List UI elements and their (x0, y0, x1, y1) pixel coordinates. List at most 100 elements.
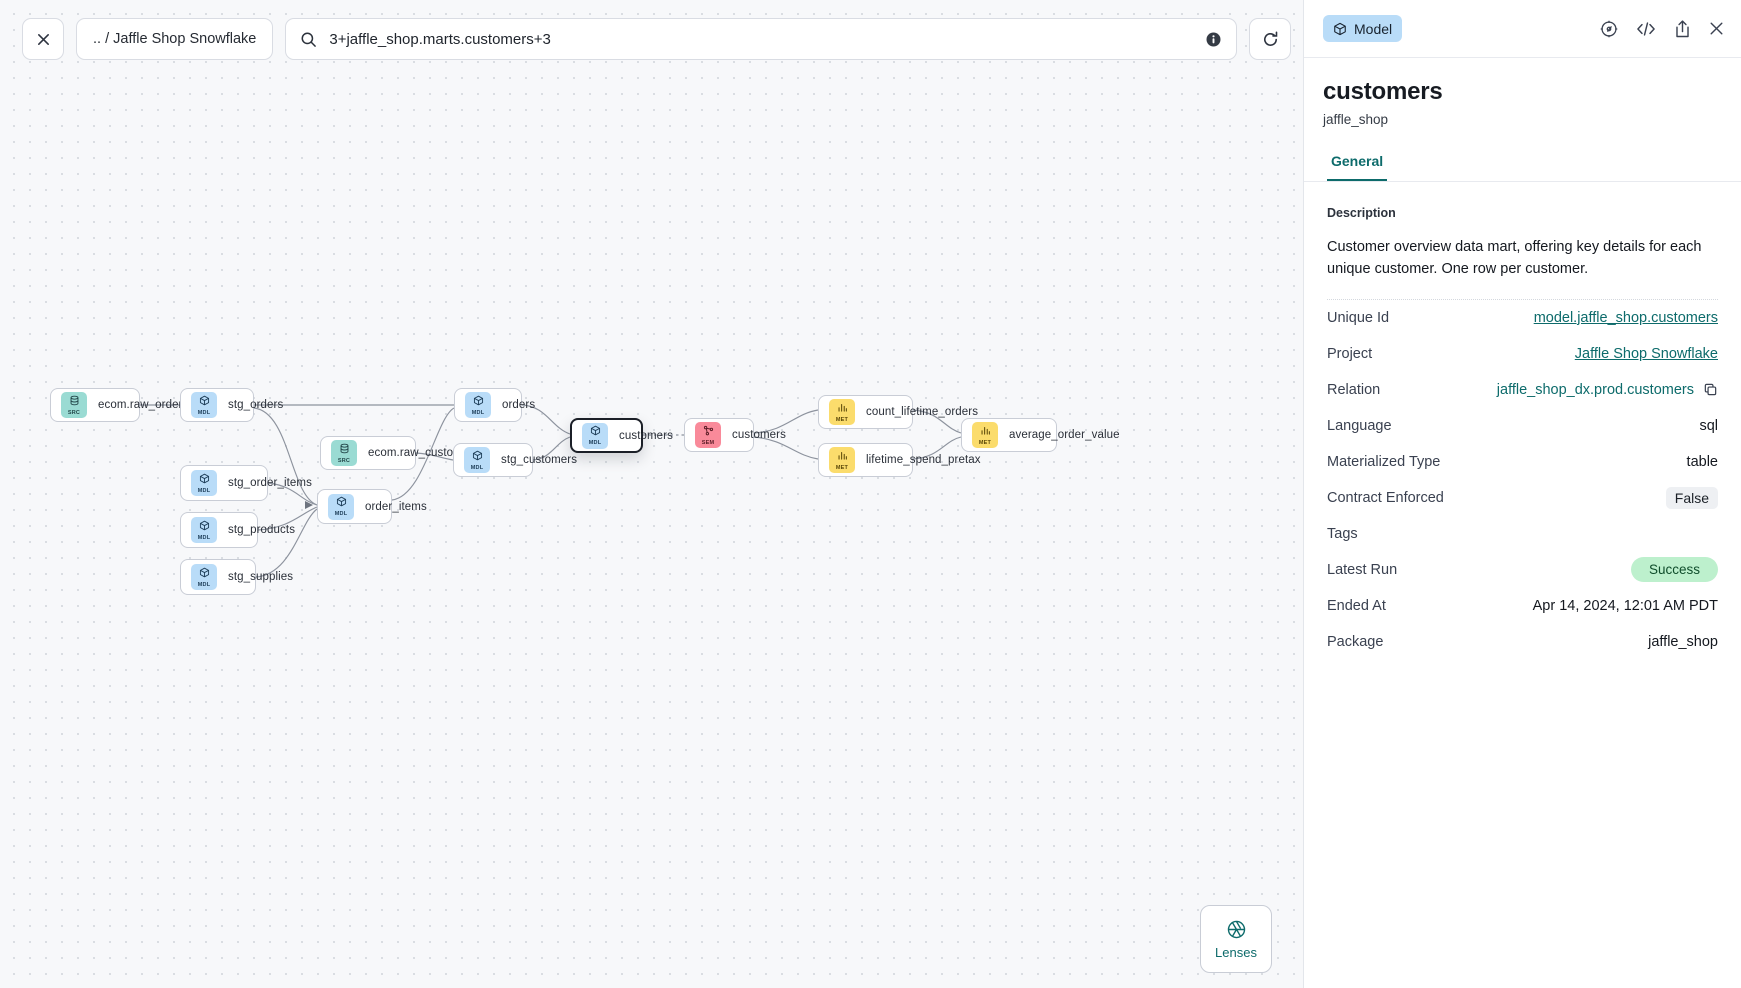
description-text: Customer overview data mart, offering ke… (1327, 239, 1702, 278)
panel-body: Description Customer overview data mart,… (1304, 182, 1741, 660)
metadata-value-wrap: Jaffle Shop Snowflake (1575, 346, 1718, 362)
metadata-key: Ended At (1327, 597, 1386, 614)
refresh-button[interactable] (1249, 18, 1292, 60)
metadata-key: Package (1327, 633, 1384, 650)
metadata-key: Latest Run (1327, 561, 1398, 578)
graph-node-label: lifetime_spend_pretax (866, 454, 981, 466)
close-icon[interactable] (1708, 20, 1725, 37)
metadata-value-wrap: Success (1630, 557, 1718, 583)
graph-node-label: stg_customers (501, 454, 578, 466)
metadata-key: Contract Enforced (1327, 489, 1444, 506)
metadata-value-wrap: table (1687, 454, 1718, 470)
search-bar[interactable] (285, 18, 1238, 60)
metadata-value-wrap: jaffle_shop (1648, 634, 1718, 650)
graph-node-ecom_raw_orders[interactable]: SRC ecom.raw_orders (50, 388, 188, 422)
node-badge-mdl-icon: MDL (191, 470, 217, 496)
aperture-icon (1227, 920, 1245, 938)
graph-node-stg_customers[interactable]: MDL stg_customers (453, 443, 577, 477)
cube-icon (1334, 22, 1346, 35)
node-badge-mdl-icon: MDL (328, 493, 354, 520)
metadata-link[interactable]: Jaffle Shop Snowflake (1574, 345, 1718, 362)
tab-general[interactable]: General (1327, 153, 1388, 181)
lineage-canvas[interactable]: .. / Jaffle Shop Snowflake (0, 0, 1303, 988)
share-icon[interactable] (1673, 19, 1692, 39)
info-icon[interactable] (1205, 31, 1222, 48)
node-badge-mdl-icon: MDL (191, 564, 217, 590)
metadata-key: Materialized Type (1327, 453, 1441, 470)
metadata-link[interactable]: model.jaffle_shop.customers (1533, 309, 1718, 326)
graph-node-label: stg_supplies (228, 571, 294, 583)
node-badge-sem-icon: SEM (695, 422, 721, 448)
graph-node-label: orders (502, 399, 536, 411)
graph-node-stg_order_items[interactable]: MDL stg_order_items (180, 465, 312, 501)
status-badge: False (1665, 486, 1718, 509)
metadata-row: Relation jaffle_shop_dx.prod.customers (1327, 372, 1718, 408)
graph-node-label: stg_products (228, 524, 296, 536)
compass-icon[interactable] (1599, 19, 1619, 39)
refresh-icon (1263, 30, 1278, 46)
graph-node-count_lifetime_orders[interactable]: MET count_lifetime_orders (818, 395, 978, 429)
description-label: Description (1327, 206, 1396, 220)
metadata-value: Apr 14, 2024, 12:01 AM PDT (1532, 597, 1718, 614)
graph-node-order_items[interactable]: MDL order_items (317, 489, 427, 524)
node-badge-src-icon: SRC (331, 440, 357, 466)
canvas-toolbar: .. / Jaffle Shop Snowflake (22, 18, 1292, 60)
metadata-key: Unique Id (1327, 309, 1390, 326)
metadata-key: Project (1327, 345, 1373, 362)
node-badge-mdl-icon: MDL (191, 392, 217, 418)
metadata-row: Language sql (1327, 408, 1718, 444)
metadata-value: sql (1699, 417, 1718, 434)
metadata-link[interactable]: jaffle_shop_dx.prod.customers (1496, 381, 1694, 398)
code-icon[interactable] (1635, 19, 1657, 39)
search-input[interactable] (329, 30, 1194, 48)
graph-node-label: customers (732, 429, 786, 441)
node-badge-mdl-icon: MDL (191, 517, 217, 543)
metadata-value: jaffle_shop (1648, 633, 1718, 650)
panel-title-block: customers jaffle_shop (1304, 58, 1741, 127)
copy-icon[interactable] (1703, 382, 1718, 397)
node-badge-src-icon: SRC (61, 392, 87, 418)
lenses-label: Lenses (1215, 944, 1257, 960)
graph-node-stg_products[interactable]: MDL stg_products (180, 512, 295, 548)
graph-node-label: stg_order_items (228, 477, 312, 489)
graph-node-label: ecom.raw_orders (98, 399, 189, 411)
graph-node-label: average_order_value (1009, 429, 1120, 441)
metadata-row: Unique Id model.jaffle_shop.customers (1327, 300, 1718, 336)
metadata-row: Tags (1327, 516, 1718, 552)
metadata-value-wrap: sql (1699, 418, 1718, 434)
node-badge-met-icon: MET (829, 399, 855, 425)
status-badge: Success (1630, 557, 1718, 583)
graph-node-stg_supplies[interactable]: MDL stg_supplies (180, 559, 293, 595)
close-lineage-button[interactable] (22, 18, 64, 60)
panel-header-actions (1599, 19, 1725, 39)
metadata-key: Language (1327, 417, 1392, 434)
metadata-value-wrap: jaffle_shop_dx.prod.customers (1497, 382, 1718, 398)
metadata-value-wrap: Apr 14, 2024, 12:01 AM PDT (1533, 598, 1718, 614)
graph-node-orders[interactable]: MDL orders (454, 388, 535, 422)
search-icon (301, 32, 317, 47)
graph-node-label: count_lifetime_orders (866, 406, 979, 418)
graph-node-average_order_value[interactable]: MET average_order_value (961, 418, 1119, 452)
node-badge-mdl-icon: MDL (464, 447, 490, 473)
page-subtitle: jaffle_shop (1323, 112, 1389, 127)
node-badge-met-icon: MET (972, 422, 998, 448)
metadata-row: Contract Enforced False (1327, 480, 1718, 516)
metadata-row: Project Jaffle Shop Snowflake (1327, 336, 1718, 372)
metadata-row: Ended At Apr 14, 2024, 12:01 AM PDT (1327, 588, 1718, 624)
metadata-value: table (1686, 453, 1718, 470)
close-icon (37, 33, 49, 45)
graph-node-customers_semantic[interactable]: SEM customers (684, 418, 786, 452)
metadata-key: Relation (1327, 381, 1381, 398)
graph-node-label: order_items (365, 500, 427, 513)
node-type-badge: Model (1323, 15, 1403, 42)
node-badge-mdl-icon: MDL (465, 392, 491, 418)
breadcrumb[interactable]: .. / Jaffle Shop Snowflake (76, 18, 274, 60)
node-badge-mdl-icon: MDL (582, 422, 608, 449)
lenses-button[interactable]: Lenses (1200, 905, 1272, 973)
